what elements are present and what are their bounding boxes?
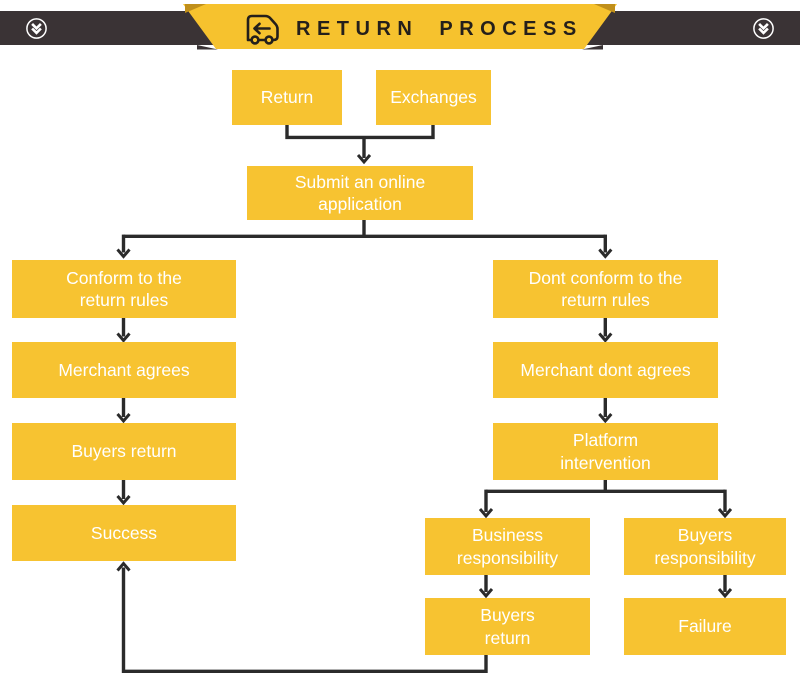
truck-icon <box>246 14 279 45</box>
edge-return-exchanges-join <box>285 125 435 140</box>
node-merchant-dont-agrees: Merchant dont agrees <box>493 342 718 398</box>
chevron-down-circle-icon-right <box>753 18 774 39</box>
node-buyers-return-bottom: Buyers return <box>425 598 590 655</box>
ribbon-fold-right <box>594 4 615 13</box>
node-success: Success <box>12 505 236 561</box>
node-submit-application: Submit an online application <box>247 166 473 220</box>
ribbon-fold-left <box>185 4 206 13</box>
edge-buyers-return-to-success-loop <box>124 568 488 673</box>
ribbon-shadow-right <box>582 45 603 50</box>
page-title: RETURN PROCESS <box>296 18 583 40</box>
header-banner <box>0 4 800 50</box>
chevron-down-circle-icon-left <box>26 18 47 39</box>
ribbon-trapezoid <box>183 4 617 49</box>
node-buyers-responsibility: Buyers responsibility <box>624 518 786 575</box>
node-failure: Failure <box>624 598 786 655</box>
node-business-responsibility: Business responsibility <box>425 518 590 575</box>
edge-platform-split <box>486 480 725 493</box>
node-dont-conform-to-rules: Dont conform to the return rules <box>493 260 718 318</box>
edge-submit-split <box>123 220 606 238</box>
node-buyers-return: Buyers return <box>12 423 236 480</box>
node-conform-to-rules: Conform to the return rules <box>12 260 236 318</box>
ribbon-shadow-left <box>197 45 218 50</box>
node-platform-intervention: Platform intervention <box>493 423 718 480</box>
node-exchanges: Exchanges <box>376 70 491 125</box>
node-return: Return <box>232 70 342 125</box>
node-merchant-agrees: Merchant agrees <box>12 342 236 398</box>
